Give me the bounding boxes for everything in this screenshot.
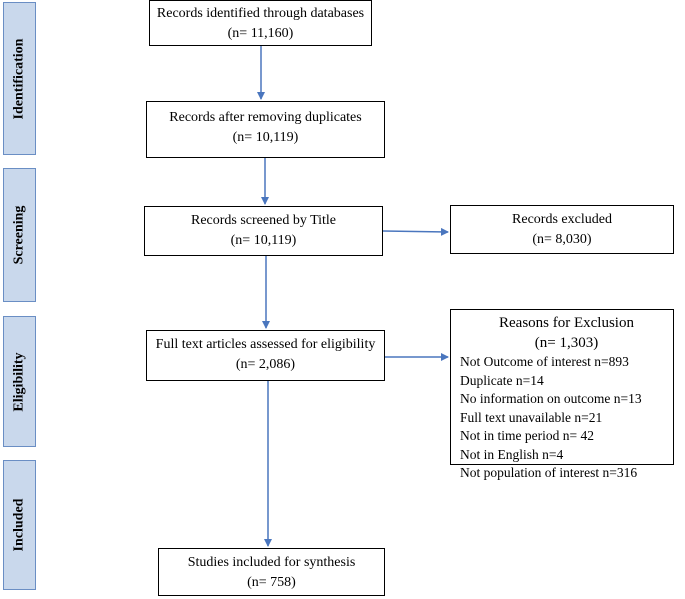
records-identified-title: Records identified through databases [156,6,365,21]
exclusion-reason: No information on outcome n=13 [460,391,642,406]
exclusion-reason: Full text unavailable n=21 [460,409,603,425]
exclusion-reason: Not in English n=4 [460,446,564,462]
arrow-screened-to-excluded [382,227,449,236]
records-identified-count: (n= 11,160) [227,26,294,41]
phase-included: Included [3,460,36,590]
exclusion-reason: Not population of interest n=316 [460,465,638,480]
exclusion-reason: Duplicate n=14 [460,372,544,388]
box-records-identified: Records identified through databases (n=… [149,0,372,46]
records-excluded-title: Records excluded [512,212,612,227]
box-records-after-duplicates: Records after removing duplicates (n= 10… [146,101,385,158]
studies-included-count: (n= 758) [247,575,296,590]
reasons-for-exclusion-title: Reasons for Exclusion [499,315,634,331]
studies-included-title: Studies included for synthesis [187,555,356,570]
box-reasons-for-exclusion: Reasons for Exclusion (n= 1,303) Not Out… [450,309,674,480]
box-fulltext-assessed: Full text articles assessed for eligibil… [146,330,385,381]
exclusion-reason: Not in time period n= 42 [460,428,594,443]
box-records-excluded: Records excluded (n= 8,030) [450,205,674,254]
records-after-duplicates-title: Records after removing duplicates [169,110,362,125]
exclusion-reason: Not Outcome of interest n=893 [460,354,629,369]
phase-identification: Identification [3,2,36,155]
records-after-duplicates-count: (n= 10,119) [232,130,299,145]
phase-eligibility: Eligibility [3,316,36,447]
fulltext-assessed-count: (n= 2,086) [235,357,296,372]
phase-screening: Screening [3,168,36,302]
records-screened-count: (n= 10,119) [230,233,297,248]
reasons-for-exclusion-count: (n= 1,303) [534,335,599,351]
box-records-screened: Records screened by Title (n= 10,119) [144,206,383,256]
records-excluded-count: (n= 8,030) [532,232,592,247]
box-studies-included: Studies included for synthesis (n= 758) [158,548,385,596]
fulltext-assessed-title: Full text articles assessed for eligibil… [155,337,376,352]
records-screened-title: Records screened by Title [190,213,337,228]
